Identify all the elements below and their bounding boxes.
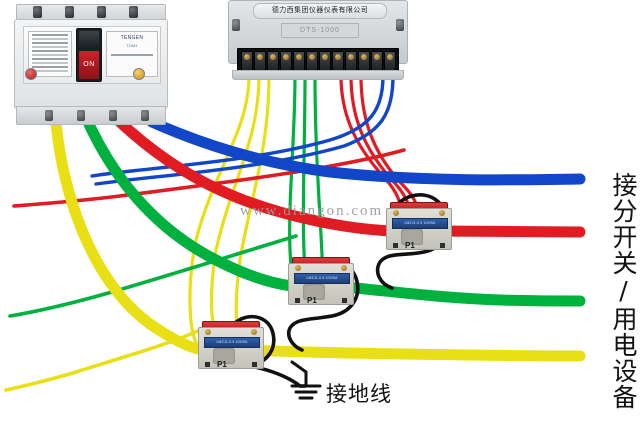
ct-l3-screw-s2[interactable]: [439, 210, 445, 216]
ct-l3-p1-label: P1: [405, 241, 415, 250]
breaker-divider: [111, 54, 153, 56]
breaker-output-screw-l3: [109, 110, 117, 121]
ct-l2-window: [303, 284, 325, 300]
breaker-toggle-switch[interactable]: ON: [76, 28, 102, 82]
ct-l3-model: LMZJ1-0.5 100/5A: [404, 221, 436, 225]
energy-meter[interactable]: 德力西集团仪器仪表有限公司 DTS-1000: [228, 0, 408, 80]
meter-base: [232, 70, 404, 80]
ct-l2-screw-s2[interactable]: [341, 265, 347, 271]
breaker-output-screw-l2: [77, 110, 85, 121]
ct-l2-pin-left: [295, 298, 300, 303]
breaker-switch-state: ON: [79, 51, 99, 79]
ct-l3-pin-left: [393, 243, 398, 248]
breaker-input-lug-l2: [65, 6, 74, 18]
meter-terminal-5[interactable]: [293, 51, 305, 73]
breaker-output-screw-l1: [45, 110, 53, 121]
load-side-label: 接分开关/用电设备: [609, 172, 638, 410]
ct-l1-window: [213, 348, 235, 364]
breaker-toggle-top: [79, 31, 99, 49]
ct-l2-body: LMZJ1-0.5 100/5A P1: [288, 263, 354, 305]
watermark: www.diangon.com: [240, 203, 384, 219]
ct-l2-p1-label: P1: [307, 296, 317, 305]
meter-terminal-6[interactable]: [306, 51, 318, 73]
meter-manufacturer-label: 德力西集团仪器仪表有限公司: [253, 3, 387, 19]
ct-l3-window: [401, 229, 423, 245]
meter-seal-left: [232, 19, 240, 31]
ct-l2-model: LMZJ1-0.5 100/5A: [306, 276, 338, 280]
breaker-bottom-terminal-block: [16, 106, 166, 125]
ground-wire-label: 接地线: [326, 382, 392, 406]
breaker-brand-name: TENGEN: [120, 35, 144, 41]
ct-l1-screw-s2[interactable]: [251, 329, 257, 335]
current-transformer-l2[interactable]: LMZJ1-0.5 100/5A P1: [288, 257, 354, 305]
current-transformer-l3[interactable]: LMZJ1-0.5 100/5A P1: [386, 202, 452, 250]
ct-l1-model: LMZJ1-0.5 100/5A: [216, 340, 248, 344]
ct-l1-nameplate: LMZJ1-0.5 100/5A: [204, 337, 260, 348]
ct-l3-body: LMZJ1-0.5 100/5A P1: [386, 208, 452, 250]
circuit-breaker[interactable]: ON TENGEN TGM1: [14, 4, 168, 125]
meter-seal-right: [396, 19, 404, 31]
ct-l1-screw-s1[interactable]: [205, 329, 211, 335]
ct-l3-screw-s1[interactable]: [393, 210, 399, 216]
ct-l2-nameplate: LMZJ1-0.5 100/5A: [294, 273, 350, 284]
meter-terminal-10[interactable]: [358, 51, 370, 73]
meter-terminal-block[interactable]: [237, 48, 399, 74]
breaker-brand-plate: TENGEN TGM1: [106, 31, 158, 77]
ct-l1-pin-right: [252, 362, 257, 367]
breaker-input-lug-n: [129, 6, 138, 18]
breaker-face: ON TENGEN TGM1: [23, 26, 161, 84]
ct-l3-nameplate: LMZJ1-0.5 100/5A: [392, 218, 448, 229]
breaker-body: ON TENGEN TGM1: [14, 19, 168, 109]
breaker-input-lug-l3: [97, 6, 106, 18]
meter-terminal-2[interactable]: [254, 51, 266, 73]
current-transformer-l1[interactable]: LMZJ1-0.5 100/5A P1: [198, 321, 264, 369]
ct-l1-pin-left: [205, 362, 210, 367]
ct-l2-pin-right: [342, 298, 347, 303]
ct-l1-body: LMZJ1-0.5 100/5A P1: [198, 327, 264, 369]
ct-l3-pin-right: [440, 243, 445, 248]
ct-l1-p1-label: P1: [217, 360, 227, 369]
breaker-model-name: TGM1: [126, 43, 138, 48]
breaker-trip-adjust-dial[interactable]: [133, 68, 145, 80]
breaker-output-screw-n: [141, 110, 149, 121]
breaker-input-lug-l1: [33, 6, 42, 18]
meter-display: DTS-1000: [281, 23, 359, 38]
ct-l2-screw-s1[interactable]: [295, 265, 301, 271]
breaker-reset-button[interactable]: [25, 68, 37, 80]
breaker-spec-plate: [28, 31, 72, 77]
